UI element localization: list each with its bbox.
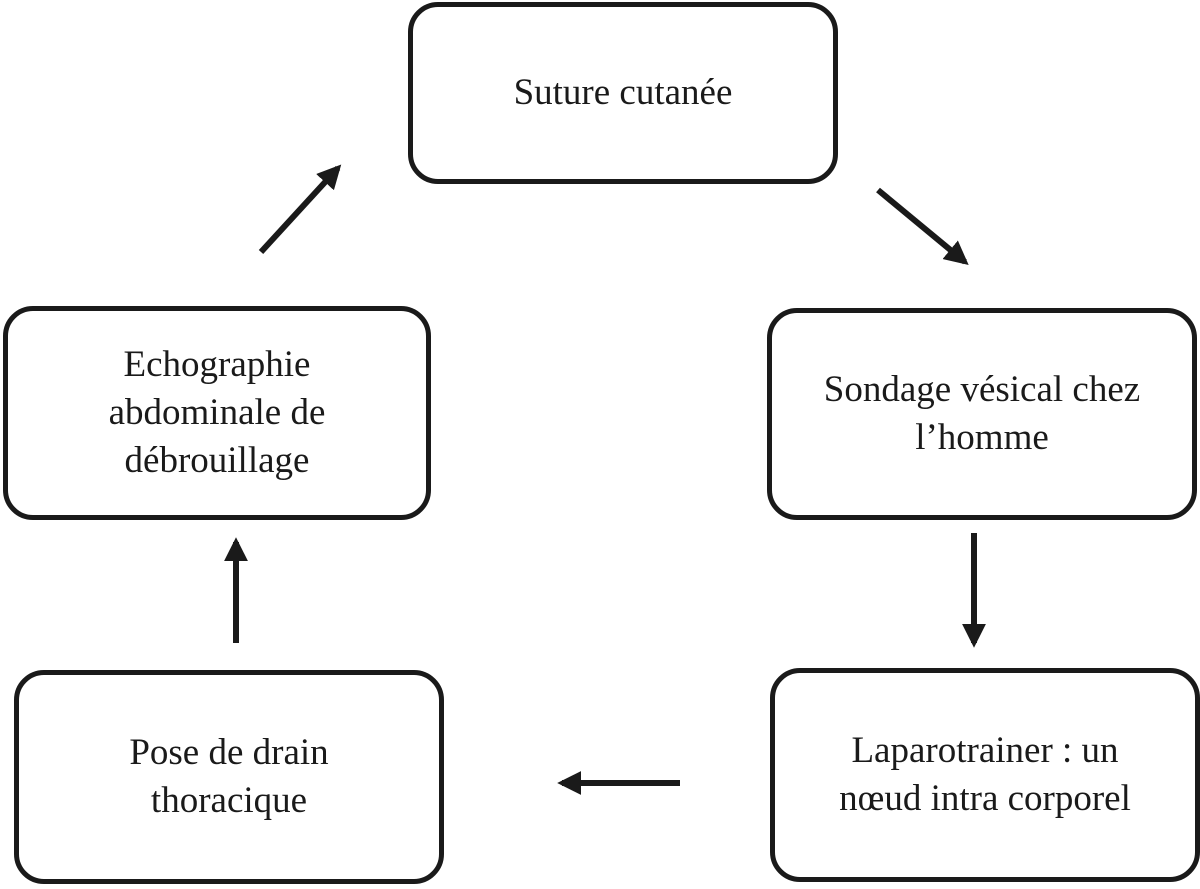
node-laparotrainer: Laparotrainer : un nœud intra corporel [770, 668, 1200, 882]
node-pose-drain: Pose de drain thoracique [14, 670, 444, 884]
node-label: Pose de drain thoracique [129, 731, 329, 821]
node-label: Laparotrainer : un nœud intra corporel [839, 729, 1131, 819]
node-sondage-vesical: Sondage vésical chez l’homme [767, 308, 1197, 520]
arrow-suture-to-sondage [876, 187, 969, 266]
node-label: Echographie abdominale de débrouillage [108, 343, 326, 482]
node-label: Sondage vésical chez l’homme [823, 368, 1141, 458]
node-label: Suture cutanée [513, 71, 733, 113]
node-echographie: Echographie abdominale de débrouillage [3, 306, 431, 520]
node-suture-cutanee: Suture cutanée [408, 2, 838, 184]
arrow-echo-to-suture [258, 164, 342, 255]
